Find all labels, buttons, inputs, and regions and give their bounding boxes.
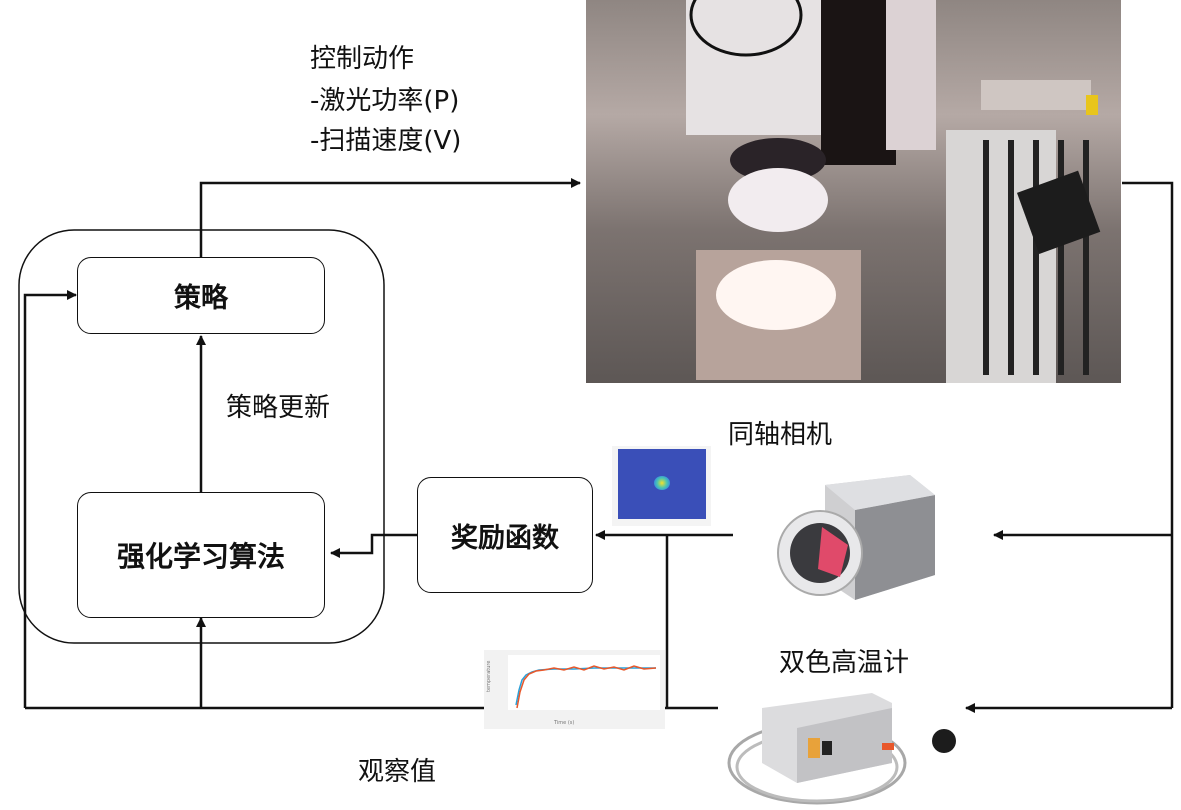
reward-arrow [330, 533, 418, 558]
reward-function-box: 奖励函数 [417, 477, 593, 593]
rl-algorithm-label: 强化学习算法 [116, 540, 285, 573]
control-action-speed: -扫描速度(V) [310, 126, 462, 156]
policy-update-label: 策略更新 [226, 393, 331, 423]
melt-pool-heatmap [612, 446, 711, 526]
coaxial-camera-label: 同轴相机 [728, 420, 833, 450]
reward-function-label: 奖励函数 [451, 522, 559, 554]
temperature-plot: temperature Time (s) [484, 650, 665, 729]
control-action-arrow [199, 178, 581, 258]
coaxial-camera-photo [770, 465, 940, 610]
control-action-power: -激光功率(P) [310, 86, 460, 116]
observation-label: 观察值 [358, 757, 437, 787]
laser-machine-photo [586, 0, 1121, 383]
svg-text:Time (s): Time (s) [553, 720, 574, 726]
observation-to-policy-arrow [23, 290, 77, 708]
control-action-title: 控制动作 [310, 44, 415, 74]
policy-label: 策略 [174, 283, 228, 314]
svg-text:temperature: temperature [486, 661, 492, 692]
rl-algorithm-box: 强化学习算法 [77, 492, 325, 618]
two-color-pyrometer-photo [722, 683, 962, 808]
machine-output-line [1122, 181, 1174, 708]
pyrometer-label: 双色高温计 [779, 648, 910, 678]
policy-box: 策略 [77, 257, 325, 334]
